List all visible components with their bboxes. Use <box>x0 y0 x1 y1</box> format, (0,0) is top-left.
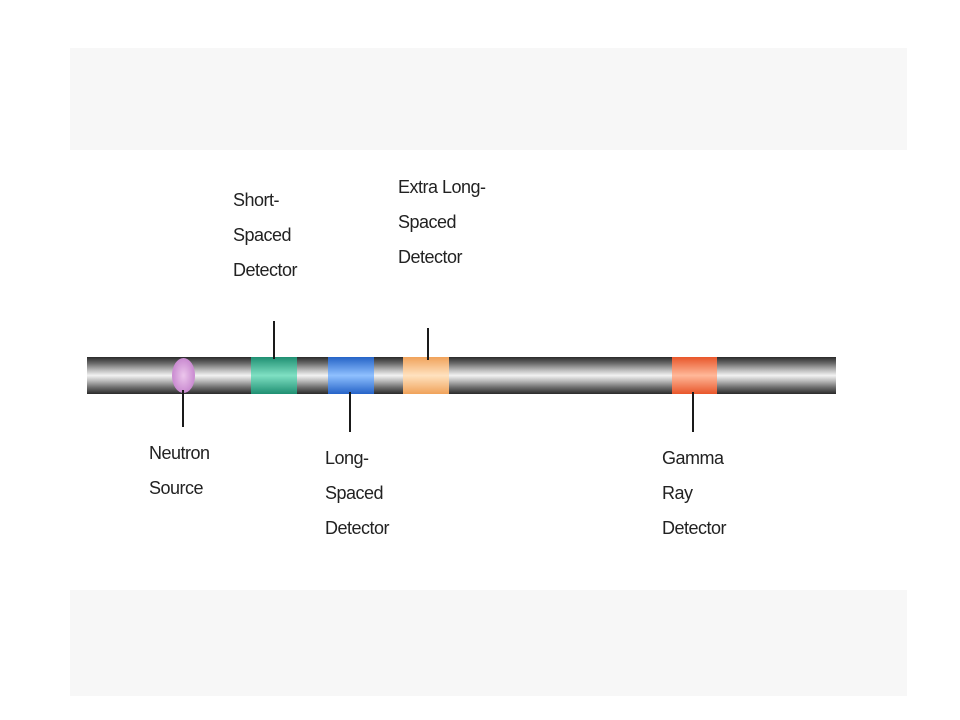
label-line: Gamma <box>662 448 724 468</box>
long-spaced-leader-line <box>349 392 351 432</box>
label-line: Detector <box>325 518 390 538</box>
label-line: Spaced <box>325 483 384 503</box>
extra-long-spaced-leader-line <box>427 328 429 360</box>
short-spaced-detector-label: Short- Spaced Detector <box>233 183 298 288</box>
extra-long-spaced-detector-segment <box>403 357 449 394</box>
top-background-band <box>70 48 907 150</box>
logging-tool-body <box>87 357 836 394</box>
bottom-background-band <box>70 590 907 696</box>
label-line: Detector <box>233 260 298 280</box>
gamma-ray-detector-label: Gamma Ray Detector <box>662 441 727 546</box>
label-line: Source <box>149 478 204 498</box>
label-line: Detector <box>398 247 463 267</box>
gamma-ray-detector-segment <box>672 357 717 394</box>
gamma-ray-leader-line <box>692 392 694 432</box>
label-line: Detector <box>662 518 727 538</box>
label-line: Neutron <box>149 443 210 463</box>
short-spaced-leader-line <box>273 321 275 359</box>
label-line: Short- <box>233 190 280 210</box>
label-line: Spaced <box>398 212 457 232</box>
extra-long-spaced-detector-label: Extra Long- Spaced Detector <box>398 170 486 275</box>
label-line: Extra Long- <box>398 177 486 197</box>
label-line: Ray <box>662 483 693 503</box>
long-spaced-detector-segment <box>328 357 374 394</box>
long-spaced-detector-label: Long- Spaced Detector <box>325 441 390 546</box>
label-line: Spaced <box>233 225 292 245</box>
neutron-source-marker <box>172 358 195 393</box>
label-line: Long- <box>325 448 369 468</box>
short-spaced-detector-segment <box>251 357 297 394</box>
neutron-source-leader-line <box>182 390 184 427</box>
neutron-source-label: Neutron Source <box>149 436 210 506</box>
